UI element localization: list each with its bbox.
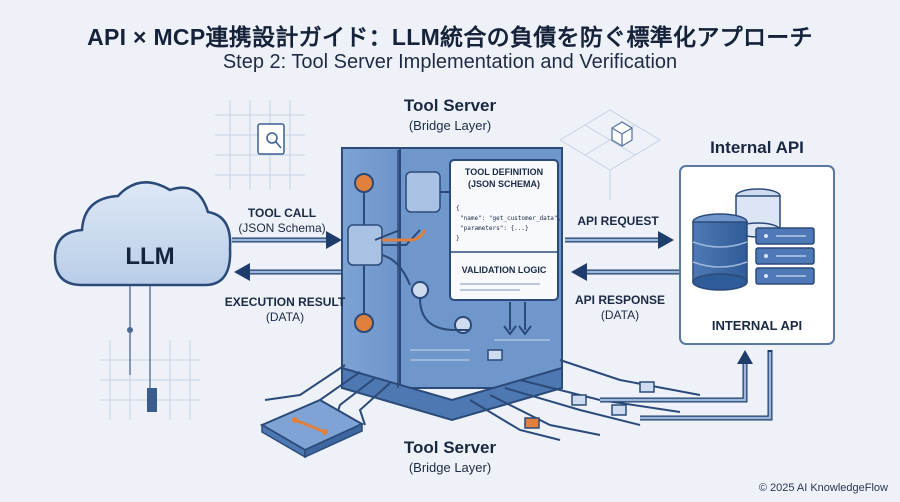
execution-result-label: EXECUTION RESULT	[224, 295, 346, 309]
copyright-footer: © 2025 AI KnowledgeFlow	[758, 482, 888, 494]
execution-result-sublabel: (DATA)	[265, 310, 305, 324]
tool-server-bottom-title: Tool Server	[403, 438, 497, 457]
tool-call-arrow	[232, 231, 342, 249]
tool-call-label: TOOL CALL	[247, 206, 317, 220]
cable-connectors	[487, 349, 655, 429]
server-rack-icon	[755, 227, 815, 285]
validation-logic-label: VALIDATION LOGIC	[461, 265, 547, 275]
code-line-name: "name": "get_customer_data",	[460, 215, 562, 222]
llm-cloud	[53, 181, 232, 287]
code-open-brace: {	[456, 205, 460, 212]
api-request-label: API REQUEST	[577, 214, 659, 228]
api-request-arrow	[565, 231, 674, 249]
tool-server-title: Tool Server	[403, 96, 497, 115]
search-panel-icon	[257, 123, 285, 155]
tool-server-block	[341, 147, 563, 422]
tool-definition-title: TOOL DEFINITION	[464, 167, 544, 177]
execution-result-arrow	[234, 263, 345, 281]
api-response-arrow	[571, 263, 680, 281]
tool-server-subtitle: (Bridge Layer)	[408, 118, 492, 133]
page-subtitle: Step 2: Tool Server Implementation and V…	[222, 51, 678, 73]
database-icon	[692, 188, 781, 291]
api-response-label: API RESPONSE	[574, 293, 666, 307]
code-line-parameters: "parameters": {...}	[460, 225, 529, 232]
api-response-sublabel: (DATA)	[600, 308, 640, 322]
internal-api-box-label: INTERNAL API	[711, 318, 803, 333]
cube-icon	[611, 121, 633, 147]
tool-definition-subtitle: (JSON SCHEMA)	[467, 179, 540, 189]
code-close-brace: }	[456, 235, 460, 242]
internal-api-title: Internal API	[710, 138, 804, 157]
page-title: API × MCP連携設計ガイド：LLM統合の負債を防ぐ標準化アプローチ	[87, 24, 813, 50]
tool-server-bottom-subtitle: (Bridge Layer)	[408, 460, 492, 475]
tool-call-sublabel: (JSON Schema)	[238, 221, 326, 235]
llm-label: LLM	[125, 243, 175, 270]
circuit-chip	[259, 398, 365, 459]
